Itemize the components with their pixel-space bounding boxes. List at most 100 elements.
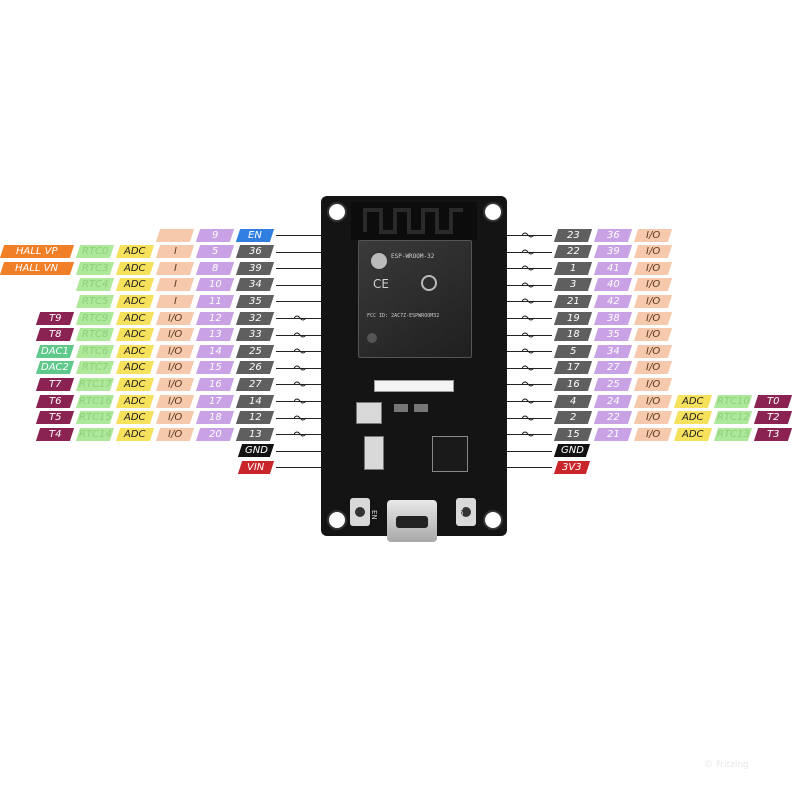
- left-wire-d25: [276, 351, 333, 353]
- left-pin-d32-label-5-text: 32: [248, 312, 262, 324]
- left-pin-d14-label-3: I/O: [155, 394, 195, 408]
- left-pin-d26-label-5-text: 26: [248, 362, 262, 374]
- right-pin-rx2-label-1-text: 25: [606, 378, 620, 390]
- right-pin-d2-label-2: I/O: [633, 411, 673, 425]
- right-pin-d18-label-1: 35: [593, 328, 633, 342]
- left-pin-d35-label-0-text: RTC5: [81, 295, 109, 307]
- left-pin-vp-label-5: 36: [235, 245, 275, 259]
- left-pin-d33-label-3: I/O: [155, 328, 195, 342]
- left-pin-vp-label-4: 5: [195, 245, 235, 259]
- right-pin-d2-label-0-text: 2: [569, 412, 577, 424]
- left-pin-vn-label-0-text: HALL VN: [15, 262, 59, 274]
- left-pin-d12-label-3: I/O: [155, 411, 195, 425]
- left-pin-d34-label-2-text: I: [173, 279, 177, 291]
- right-pin-d15-label-3-text: ADC: [682, 428, 704, 440]
- left-pin-d35-label-4-text: 35: [248, 295, 262, 307]
- right-wire-rx2: [497, 384, 552, 386]
- left-pin-vp-label-3: I: [155, 245, 195, 259]
- right-pin-d4-label-3: ADC: [673, 394, 713, 408]
- left-pin-d14-label-2: ADC: [115, 394, 155, 408]
- left-pin-d32-label-2: ADC: [115, 311, 155, 325]
- right-pin-d23-label-2-text: I/O: [645, 229, 661, 241]
- right-wire-rx0: [497, 284, 552, 286]
- left-pin-d26-label-3: I/O: [155, 361, 195, 375]
- right-wire-3v3: [497, 467, 552, 469]
- left-pin-d27-label-1-text: RTC17: [78, 378, 112, 390]
- regulator-chip: [356, 402, 382, 424]
- resistor-array: [374, 380, 454, 392]
- left-squiggle-d25: [294, 348, 306, 354]
- left-squiggle-d12: [294, 415, 306, 421]
- left-pin-d12-label-1: RTC15: [75, 411, 115, 425]
- left-pin-d35-label-1: ADC: [115, 294, 155, 308]
- antenna-trace-icon: [363, 208, 463, 234]
- left-pin-d33-label-2: ADC: [115, 328, 155, 342]
- left-pin-d25-label-5-text: 25: [248, 345, 262, 357]
- left-pin-d32-label-4-text: 12: [208, 312, 222, 324]
- right-pin-d2-label-4: RTC12: [713, 411, 753, 425]
- left-wire-d12: [276, 417, 333, 419]
- left-pin-vin-label-0-text: VIN: [247, 461, 265, 473]
- right-pin-d5-label-1: 34: [593, 344, 633, 358]
- left-pin-d13-label-4: 20: [195, 427, 235, 441]
- left-pin-d34-label-1: ADC: [115, 278, 155, 292]
- right-pin-d19-label-0-text: 19: [566, 312, 580, 324]
- right-squiggle-rx0: [522, 282, 534, 288]
- right-pin-d4-label-0-text: 4: [569, 395, 577, 407]
- left-pin-d25-label-1: RTC6: [75, 344, 115, 358]
- left-wire-d13: [276, 434, 333, 436]
- left-pin-d33-label-4: 13: [195, 328, 235, 342]
- left-wire-d34: [276, 284, 333, 286]
- left-pin-d13-label-3: I/O: [155, 427, 195, 441]
- left-pin-d14-label-4-text: 17: [208, 395, 222, 407]
- right-pin-rx0-label-2: I/O: [633, 278, 673, 292]
- right-pin-d15-label-4-text: RTC13: [716, 428, 750, 440]
- right-pin-d2-label-3-text: ADC: [682, 412, 704, 424]
- module-dot-icon: [367, 333, 377, 343]
- left-squiggle-d13: [294, 431, 306, 437]
- right-pin-d4-label-0: 4: [553, 394, 593, 408]
- right-wire-d15: [497, 434, 552, 436]
- left-pin-d27-label-0: T7: [35, 377, 75, 391]
- left-wire-d14: [276, 401, 333, 402]
- right-squiggle-tx2: [522, 365, 534, 371]
- left-wire-d35: [276, 301, 333, 303]
- right-pin-d15-label-1: 21: [593, 427, 633, 441]
- left-pin-d12-label-3-text: I/O: [167, 412, 183, 424]
- left-pin-d12-label-4: 18: [195, 411, 235, 425]
- right-pin-d18-label-2: I/O: [633, 328, 673, 342]
- left-pin-d14-label-0-text: T6: [48, 395, 62, 407]
- right-pin-d18-label-0: 18: [553, 328, 593, 342]
- left-pin-d12-label-0-text: T5: [48, 412, 62, 424]
- boot-button[interactable]: [456, 498, 476, 526]
- right-pin-d23-label-2: I/O: [633, 228, 673, 242]
- left-pin-d34-label-0-text: RTC4: [81, 279, 109, 291]
- mounting-hole-br: [483, 510, 503, 530]
- left-pin-vn-label-3-text: I: [173, 262, 177, 274]
- right-pin-d2-label-3: ADC: [673, 411, 713, 425]
- left-pin-vp-label-3-text: I: [173, 246, 177, 258]
- left-pin-d27-label-0-text: T7: [48, 378, 62, 390]
- usb-uart-chip: [432, 436, 468, 472]
- left-pin-d26-label-2: ADC: [115, 361, 155, 375]
- right-pin-tx2-label-2-text: I/O: [645, 362, 661, 374]
- right-pin-d21-label-0: 21: [553, 294, 593, 308]
- right-pin-d18-label-0-text: 18: [566, 329, 580, 341]
- left-pin-en-label-2-text: EN: [248, 229, 262, 241]
- right-pin-d2-label-2-text: I/O: [645, 412, 661, 424]
- mounting-hole-tl: [327, 202, 347, 222]
- left-pin-d26-label-3-text: I/O: [167, 362, 183, 374]
- micro-usb-port[interactable]: [387, 500, 437, 542]
- right-pin-d19-label-2: I/O: [633, 311, 673, 325]
- left-pin-d34-label-2: I: [155, 278, 195, 292]
- left-pin-d25-label-3: I/O: [155, 344, 195, 358]
- left-pin-d34-label-1-text: ADC: [124, 279, 146, 291]
- left-pin-d27-label-2: ADC: [115, 377, 155, 391]
- en-button[interactable]: [350, 498, 370, 526]
- left-pin-d26-label-4-text: 15: [208, 362, 222, 374]
- right-pin-d21-label-0-text: 21: [566, 295, 580, 307]
- right-pin-d15-label-5-text: T3: [766, 428, 780, 440]
- left-pin-d13-label-2: ADC: [115, 427, 155, 441]
- right-pin-d2-label-1-text: 22: [606, 412, 620, 424]
- right-pin-rx2-label-2-text: I/O: [645, 378, 661, 390]
